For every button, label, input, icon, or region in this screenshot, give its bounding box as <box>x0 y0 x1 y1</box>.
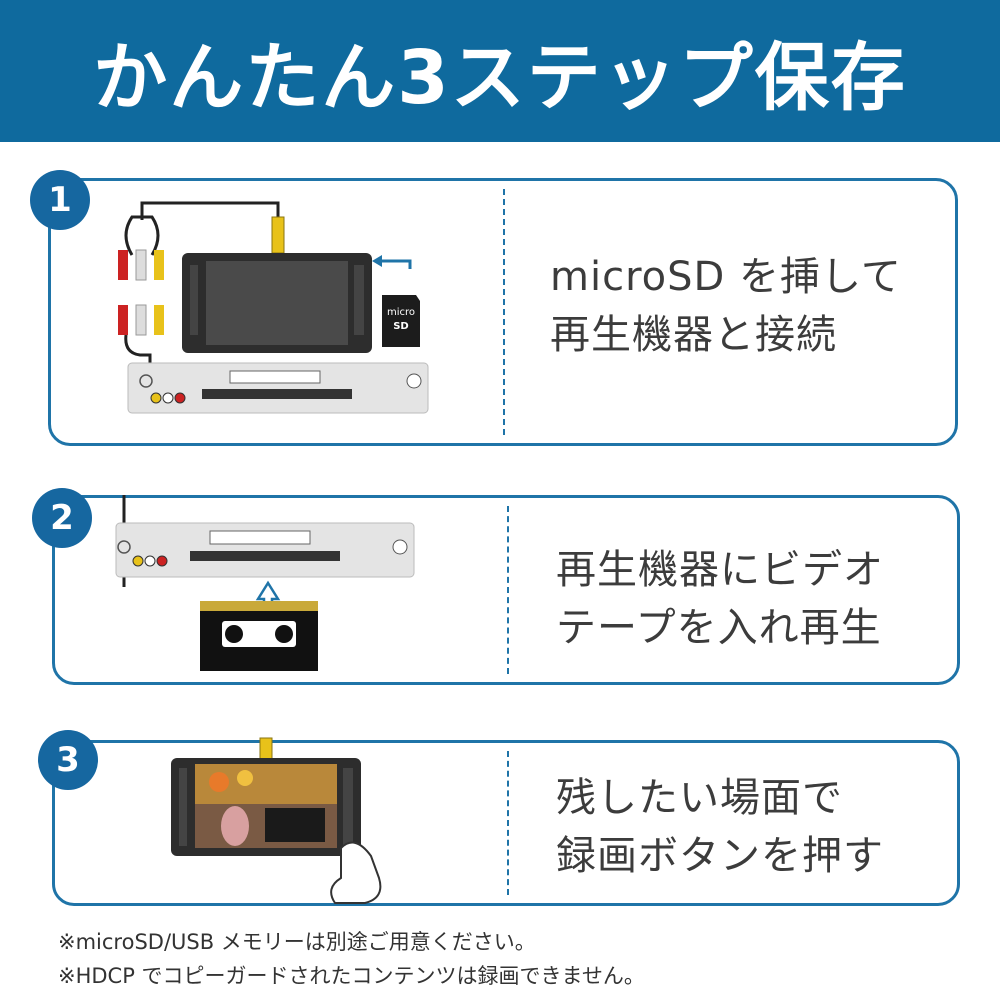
step-1-line-1: microSD を挿して <box>550 254 902 300</box>
step-3-divider <box>507 751 509 895</box>
rca-plugs-bottom <box>118 304 164 336</box>
pointing-hand-icon <box>330 841 382 904</box>
step-2-illustration <box>115 495 415 671</box>
step-1-divider <box>503 189 505 435</box>
footnote-1: ※microSD/USB メモリーは別途ご用意ください。 <box>58 930 536 954</box>
video-tape-icon <box>200 601 318 671</box>
step-2-line-1: 再生機器にビデオ <box>556 547 884 593</box>
step-1-text: microSD を挿して 再生機器と接続 <box>550 248 902 364</box>
step-2-badge: 2 <box>32 488 92 548</box>
step-3-illustration <box>171 737 382 904</box>
av-cable <box>140 201 280 220</box>
insert-arrow-icon <box>380 259 412 269</box>
step-2-line-2: テープを入れ再生 <box>556 605 882 651</box>
recorder-device <box>182 253 372 353</box>
step-3-line-1: 残したい場面で <box>556 775 843 821</box>
av-cable-loop <box>124 215 160 256</box>
step-2-divider <box>507 506 509 674</box>
recorder-device <box>171 758 361 856</box>
vcr-device <box>115 522 415 578</box>
vcr-device <box>127 362 429 414</box>
step-1-badge: 1 <box>30 170 90 230</box>
rca-plugs-top <box>118 249 164 281</box>
footnote-2: ※HDCP でコピーガードされたコンテンツは録画できません。 <box>58 964 645 988</box>
header-banner: かんたん3ステップ保存 <box>0 0 1000 142</box>
step-1-line-2: 再生機器と接続 <box>550 312 837 358</box>
step-3-line-2: 録画ボタンを押す <box>556 833 884 879</box>
step-3-text: 残したい場面で 録画ボタンを押す <box>556 769 884 885</box>
svg-text:SD: SD <box>393 321 409 332</box>
step-2-text: 再生機器にビデオ テープを入れ再生 <box>556 541 884 657</box>
page-title: かんたん3ステップ保存 <box>93 34 907 121</box>
svg-text:micro: micro <box>387 307 415 318</box>
step-3-badge: 3 <box>38 730 98 790</box>
microsd-card-icon: micro SD <box>382 295 420 347</box>
step-1-illustration: micro SD <box>118 201 429 414</box>
